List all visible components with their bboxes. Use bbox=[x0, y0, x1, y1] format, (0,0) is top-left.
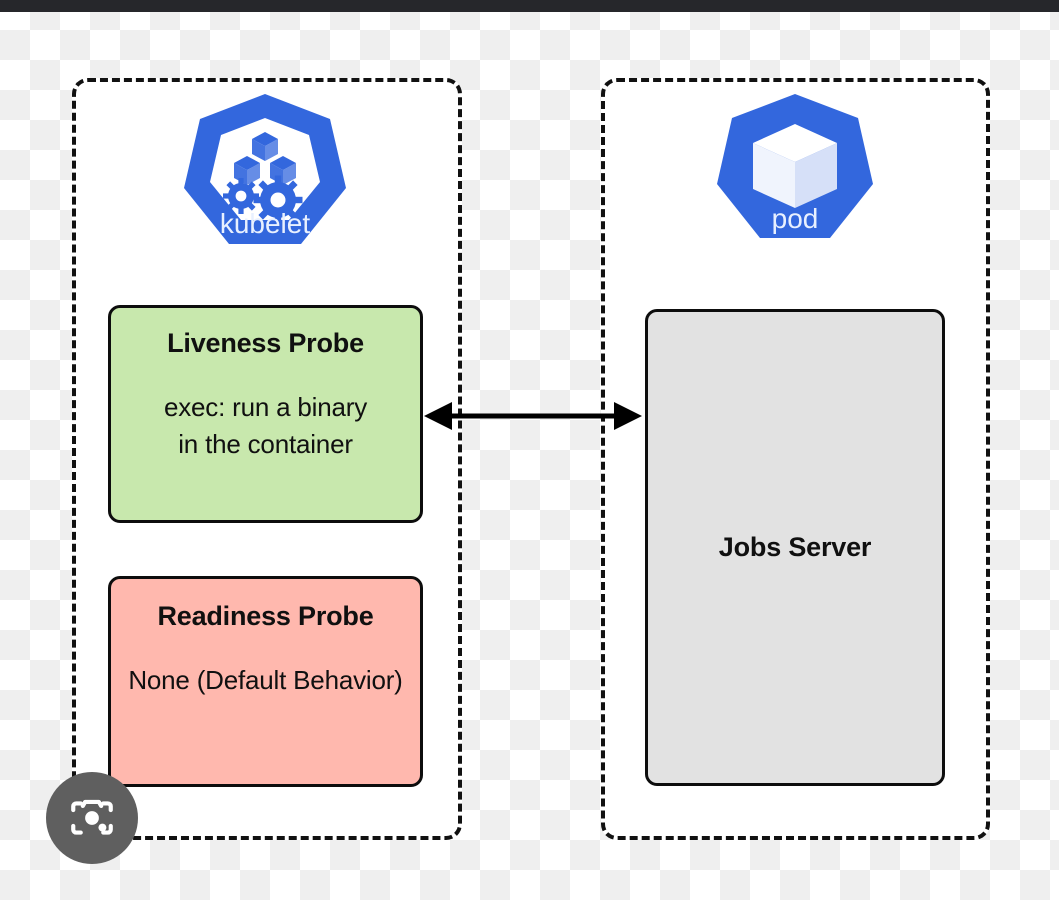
readiness-probe-body: None (Default Behavior) bbox=[128, 665, 403, 696]
bidirectional-arrow bbox=[422, 393, 644, 439]
google-lens-button[interactable] bbox=[46, 772, 138, 864]
jobs-server-title: Jobs Server bbox=[718, 531, 872, 562]
kubernetes-kubelet-icon: kubelet bbox=[179, 92, 351, 250]
kubelet-icon-label: kubelet bbox=[220, 208, 311, 239]
liveness-probe-title: Liveness Probe bbox=[167, 328, 364, 358]
google-lens-camera-icon bbox=[71, 799, 113, 835]
jobs-server-box[interactable]: Jobs Server bbox=[645, 309, 945, 786]
pod-icon-label: pod bbox=[772, 203, 819, 234]
kubernetes-pod-icon: pod bbox=[712, 92, 878, 244]
liveness-probe-body: exec: run a binary in the container bbox=[163, 392, 368, 459]
liveness-probe-box[interactable]: Liveness Probe exec: run a binary in the… bbox=[108, 305, 423, 523]
status-bar bbox=[0, 0, 1059, 12]
readiness-probe-title: Readiness Probe bbox=[157, 601, 374, 631]
readiness-probe-box[interactable]: Readiness Probe None (Default Behavior) bbox=[108, 576, 423, 787]
